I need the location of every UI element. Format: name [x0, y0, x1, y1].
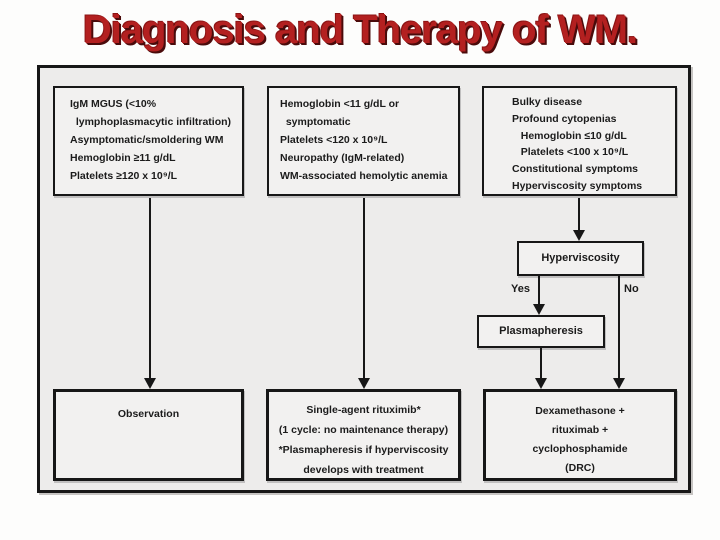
outcome-box-observation: Observation	[53, 389, 244, 481]
slide-title: Diagnosis and Therapy of WM.	[82, 8, 638, 52]
arrow-line-yes	[538, 276, 540, 304]
criteria-line: Bulky disease	[512, 96, 583, 108]
yes-label: Yes	[511, 283, 530, 295]
criteria-line: Hemoglobin ≤10 g/dL	[512, 129, 627, 142]
outcome-line: develops with treatment	[303, 464, 424, 476]
criteria-line: lymphoplasmacytic infiltration)	[70, 116, 232, 128]
criteria-box-asymptomatic: IgM MGUS (<10% lymphoplasmacytic infiltr…	[53, 86, 244, 196]
arrow-line-observation	[149, 198, 151, 379]
arrow-line-to-hyperviscosity	[578, 198, 580, 231]
hyperviscosity-decision-box: Hyperviscosity	[517, 241, 644, 276]
no-label: No	[624, 283, 639, 295]
criteria-line: Profound cytopenias	[512, 112, 617, 125]
decision-label: Hyperviscosity	[541, 252, 620, 264]
criteria-line: Hemoglobin <11 g/dL or	[280, 98, 400, 110]
criteria-box-symptomatic: Hemoglobin <11 g/dL or symptomatic Plate…	[267, 86, 460, 196]
criteria-line: Platelets ≥120 x 10⁹/L	[70, 170, 178, 182]
plasmapheresis-label: Plasmapheresis	[499, 325, 583, 337]
outcome-box-drc: Dexamethasone + rituximab + cyclophospha…	[483, 389, 677, 481]
outcome-line: Dexamethasone +	[535, 405, 625, 417]
criteria-line: WM-associated hemolytic anemia	[280, 170, 448, 182]
criteria-line: Neuropathy (IgM-related)	[280, 152, 405, 164]
arrow-line-plasmapheresis-to-drc	[540, 348, 542, 379]
criteria-line: symptomatic	[280, 116, 351, 128]
criteria-line: Hemoglobin ≥11 g/dL	[70, 152, 176, 164]
criteria-line: Hyperviscosity symptoms	[512, 179, 643, 192]
criteria-line: Constitutional symptoms	[512, 163, 639, 176]
arrow-line-no	[618, 276, 620, 379]
criteria-line: Platelets <100 x 10⁹/L	[512, 146, 629, 159]
criteria-line: Platelets <120 x 10⁹/L	[280, 134, 388, 146]
outcome-line: (DRC)	[565, 462, 595, 474]
outcome-line: rituximab +	[551, 424, 609, 436]
criteria-line: Asymptomatic/smoldering WM	[70, 134, 224, 146]
outcome-box-rituximab: Single-agent rituximib* (1 cycle: no mai…	[266, 389, 461, 481]
outcome-line: Single-agent rituximib*	[306, 404, 421, 416]
arrow-head-icon	[573, 230, 585, 241]
outcome-line: (1 cycle: no maintenance therapy)	[278, 424, 449, 436]
arrow-head-icon	[533, 304, 545, 315]
outcome-line: Observation	[117, 408, 180, 420]
criteria-box-bulky-disease: Bulky disease Profound cytopenias Hemogl…	[482, 86, 677, 196]
arrow-head-icon	[358, 378, 370, 389]
plasmapheresis-box: Plasmapheresis	[477, 315, 605, 348]
arrow-line-rituximab	[363, 198, 365, 379]
outcome-line: *Plasmapheresis if hyperviscosity	[278, 444, 449, 456]
criteria-line: IgM MGUS (<10%	[70, 98, 157, 110]
arrow-head-icon	[535, 378, 547, 389]
outcome-line: cyclophosphamide	[532, 443, 628, 455]
arrow-head-icon	[613, 378, 625, 389]
arrow-head-icon	[144, 378, 156, 389]
